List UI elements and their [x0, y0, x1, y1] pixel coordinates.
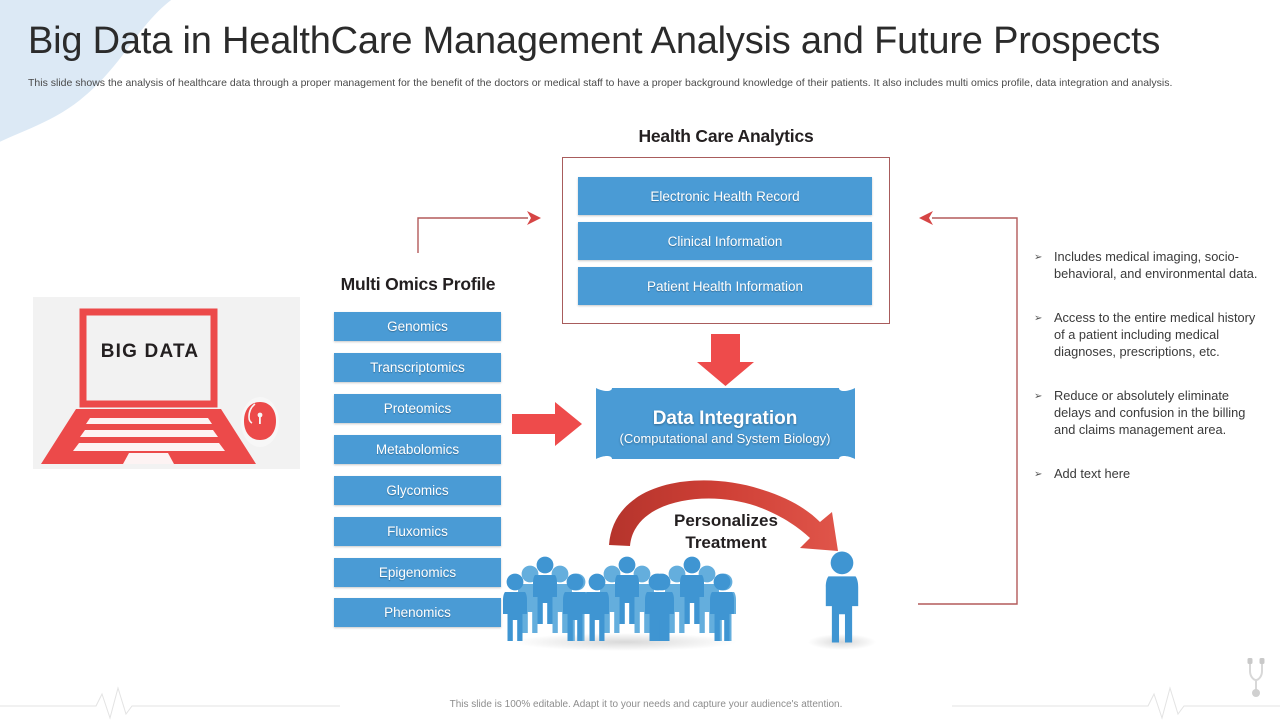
omics-item-transcriptomics[interactable]: Transcriptomics: [334, 353, 501, 382]
multi-omics-profile-heading: Multi Omics Profile: [340, 274, 496, 294]
bullet-text: Includes medical imaging, socio-behavior…: [1054, 249, 1258, 281]
list-item: ➢ Reduce or absolutely eliminate delays …: [1034, 387, 1266, 438]
omics-item-glycomics[interactable]: Glycomics: [334, 476, 501, 505]
list-item: ➢ Includes medical imaging, socio-behavi…: [1034, 248, 1266, 282]
hca-item-electronic-health-record[interactable]: Electronic Health Record: [578, 177, 872, 215]
people-group-icon: [503, 556, 736, 641]
personalizes-treatment-line2: Treatment: [685, 533, 767, 552]
crowd-shadow: [513, 633, 737, 651]
big-data-card: [33, 297, 300, 469]
right-arrow-icon: [512, 402, 582, 446]
list-item: ➢ Access to the entire medical history o…: [1034, 309, 1266, 360]
bullet-marker-icon: ➢: [1034, 252, 1043, 263]
bullet-marker-icon: ➢: [1034, 391, 1043, 402]
personalizes-treatment-line1: Personalizes: [674, 511, 778, 530]
bullet-marker-icon: ➢: [1034, 313, 1043, 324]
personalizes-treatment-label: Personalizes Treatment: [640, 510, 812, 554]
hca-item-patient-health-information[interactable]: Patient Health Information: [578, 267, 872, 305]
omics-item-genomics[interactable]: Genomics: [334, 312, 501, 341]
list-item: ➢ Add text here: [1034, 465, 1266, 483]
benefits-bullet-list: ➢ Includes medical imaging, socio-behavi…: [1034, 248, 1266, 510]
page-title: Big Data in HealthCare Management Analys…: [28, 20, 1161, 62]
omics-item-phenomics[interactable]: Phenomics: [334, 598, 501, 627]
omics-item-metabolomics[interactable]: Metabolomics: [334, 435, 501, 464]
omics-item-proteomics[interactable]: Proteomics: [334, 394, 501, 423]
omics-item-epigenomics[interactable]: Epigenomics: [334, 558, 501, 587]
down-arrow-icon: [697, 334, 754, 386]
omics-item-fluxomics[interactable]: Fluxomics: [334, 517, 501, 546]
person-shadow: [808, 634, 876, 650]
data-integration-subtitle: (Computational and System Biology): [619, 431, 831, 446]
right-bracket-connector-icon: [918, 211, 1018, 605]
page-subtitle: This slide shows the analysis of healthc…: [28, 77, 1173, 89]
hca-item-clinical-information[interactable]: Clinical Information: [578, 222, 872, 260]
footer-note: This slide is 100% editable. Adapt it to…: [340, 699, 952, 710]
bullet-text: Reduce or absolutely eliminate delays an…: [1054, 388, 1246, 437]
big-data-label: BIG DATA: [100, 341, 200, 362]
left-elbow-connector-icon: [417, 211, 541, 253]
bullet-marker-icon: ➢: [1034, 469, 1043, 480]
bullet-text[interactable]: Add text here: [1054, 466, 1131, 481]
data-integration-title: Data Integration: [652, 408, 798, 429]
bullet-text: Access to the entire medical history of …: [1054, 310, 1256, 359]
stethoscope-icon: [1247, 658, 1265, 697]
health-care-analytics-heading: Health Care Analytics: [638, 126, 814, 146]
single-person-icon: [825, 551, 859, 643]
